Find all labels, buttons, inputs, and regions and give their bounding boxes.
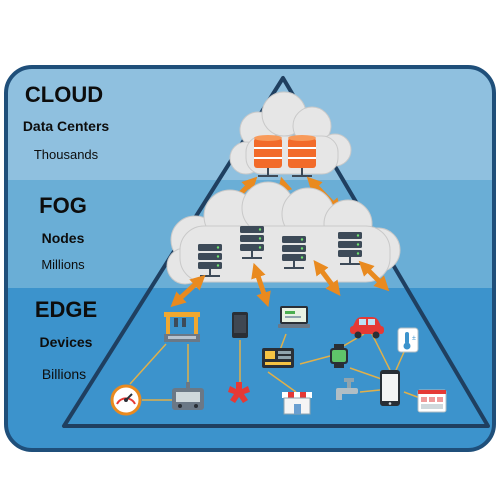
edge-count: Billions — [42, 366, 86, 382]
frame-border — [4, 65, 496, 452]
tablet-icon — [232, 312, 248, 338]
medical-icon — [228, 382, 250, 403]
bidirectional-arrow-icon — [251, 262, 271, 308]
controller-icon — [172, 382, 204, 410]
gauge-icon — [110, 384, 142, 416]
smartphone-icon — [380, 370, 400, 406]
fog-count: Millions — [41, 257, 85, 272]
edge-subtitle: Devices — [40, 334, 93, 350]
fog-title: FOG — [39, 193, 87, 218]
edge-band — [6, 288, 494, 450]
fog-subtitle: Nodes — [42, 230, 85, 246]
bidirectional-arrow-icon — [358, 260, 390, 292]
fog-edge-arrows — [170, 260, 390, 308]
store-icon — [282, 392, 312, 415]
server-icon — [282, 236, 306, 269]
fog-tier-labels: FOG Nodes Millions — [39, 193, 87, 272]
edge-tier-labels: EDGE Devices Billions — [35, 297, 97, 382]
server-icon — [198, 244, 222, 277]
cloud-subtitle: Data Centers — [23, 118, 110, 134]
factory-machine-icon — [164, 312, 200, 342]
database-icon — [288, 135, 316, 177]
laptop-icon — [278, 306, 310, 328]
fog-servers — [198, 226, 362, 277]
cloud-count: Thousands — [34, 147, 99, 162]
water-tap-icon — [336, 378, 358, 408]
server-icon — [240, 226, 264, 259]
bidirectional-arrow-icon — [170, 274, 206, 308]
car-icon — [350, 317, 384, 339]
cloud-tier-labels: CLOUD Data Centers Thousands — [23, 82, 110, 162]
thermometer-icon: ± — [397, 327, 419, 353]
bidirectional-arrow-icon — [313, 260, 341, 296]
svg-text:±: ± — [412, 335, 416, 342]
database-icon — [254, 135, 282, 177]
cloud-title: CLOUD — [25, 82, 103, 107]
pos-terminal-icon — [262, 348, 294, 368]
edge-title: EDGE — [35, 297, 97, 322]
smartwatch-icon — [330, 344, 348, 368]
dashboard-icon — [417, 389, 447, 413]
server-icon — [338, 232, 362, 265]
